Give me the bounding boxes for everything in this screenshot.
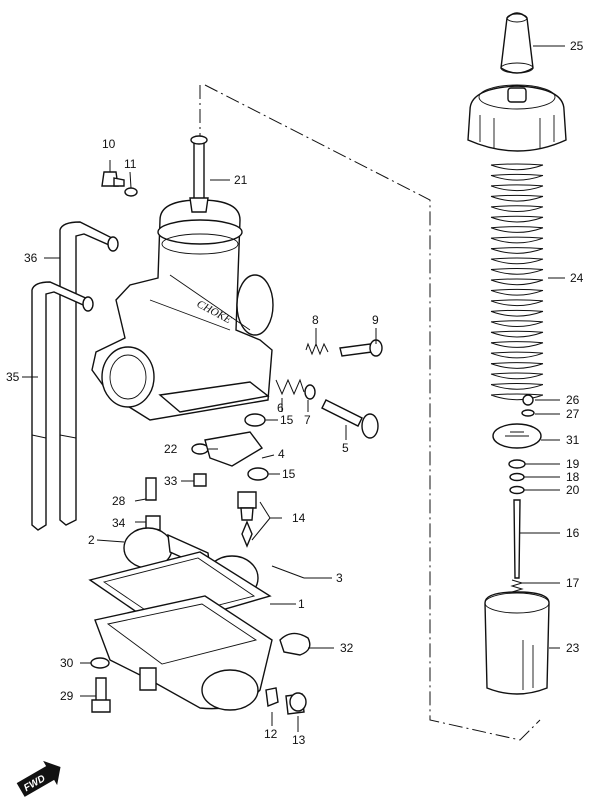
part-14-main-jet-assembly xyxy=(237,491,257,548)
callout-12: 12 xyxy=(264,727,278,741)
part-24-spring xyxy=(490,163,544,401)
callout-18: 18 xyxy=(566,470,580,484)
part-4-plate xyxy=(204,431,264,467)
part-32-clip xyxy=(279,632,311,656)
callout-28: 28 xyxy=(112,494,126,508)
callout-21: 21 xyxy=(234,173,248,187)
callout-20: 20 xyxy=(566,483,580,497)
part-26-screw xyxy=(522,394,534,406)
float-bowl xyxy=(94,595,273,711)
callout-26: 26 xyxy=(566,393,580,407)
callout-34: 34 xyxy=(112,516,126,530)
part-31-plate xyxy=(492,423,542,449)
callout-25: 25 xyxy=(570,39,584,53)
leader-lines xyxy=(22,45,565,732)
part-top-cap xyxy=(467,84,567,152)
callout-33: 33 xyxy=(164,474,178,488)
part-16-jet-needle xyxy=(513,499,521,579)
part-11-washer xyxy=(124,187,138,197)
callout-15-upper: 15 xyxy=(280,413,294,427)
part-8-spring xyxy=(305,342,329,356)
callout-22: 22 xyxy=(164,442,178,456)
carburetor-body xyxy=(91,199,274,421)
callout-10: 10 xyxy=(102,137,116,151)
callout-27: 27 xyxy=(566,407,580,421)
part-10-screw xyxy=(101,171,125,187)
callout-5: 5 xyxy=(342,441,349,455)
callout-30: 30 xyxy=(60,656,74,670)
callout-6: 6 xyxy=(277,401,284,415)
part-28-needle-valve xyxy=(145,477,157,501)
part-9-idle-screw xyxy=(339,339,383,357)
callout-9: 9 xyxy=(372,313,379,327)
callout-1: 1 xyxy=(298,597,305,611)
part-22-washer xyxy=(191,443,209,455)
forward-direction-badge: FWD xyxy=(16,760,61,797)
part-19-clip xyxy=(508,459,526,469)
callout-36: 36 xyxy=(24,251,38,265)
callout-13: 13 xyxy=(292,733,306,747)
callout-11: 11 xyxy=(124,157,137,171)
part-30-washer xyxy=(90,657,110,669)
part-21-cable-adjuster xyxy=(189,135,209,213)
part-18-washer xyxy=(509,472,525,482)
part-3-float-pin xyxy=(271,565,305,579)
part-12-washer xyxy=(265,687,279,707)
part-29-screw xyxy=(91,677,111,713)
part-13-drain-screw xyxy=(285,692,307,715)
part-15-gasket-lower xyxy=(247,467,269,481)
callout-8: 8 xyxy=(312,313,319,327)
callout-15-lower: 15 xyxy=(282,467,296,481)
callout-4: 4 xyxy=(278,447,285,461)
callout-29: 29 xyxy=(60,689,74,703)
part-23-throttle-slide xyxy=(484,591,550,695)
callout-2: 2 xyxy=(88,533,95,547)
callout-numbers: 25 24 26 27 31 19 18 20 16 17 23 10 11 2… xyxy=(6,39,584,747)
part-25-rubber-cap xyxy=(500,12,534,74)
callout-19: 19 xyxy=(566,457,580,471)
callout-32: 32 xyxy=(340,641,354,655)
callout-31: 31 xyxy=(566,433,580,447)
part-5-pilot-air-screw xyxy=(321,399,379,439)
callout-23: 23 xyxy=(566,641,580,655)
part-20-washer xyxy=(509,485,525,495)
part-7-o-ring xyxy=(304,384,316,400)
callout-14: 14 xyxy=(292,511,306,525)
callout-35: 35 xyxy=(6,370,20,384)
callout-24: 24 xyxy=(570,271,584,285)
part-27-washer xyxy=(521,409,535,417)
callout-16: 16 xyxy=(566,526,580,540)
part-15-gasket-upper xyxy=(244,413,266,427)
part-6-spring xyxy=(275,378,305,396)
part-33-jet xyxy=(193,473,207,487)
part-35-overflow-tube xyxy=(31,281,94,531)
callout-7: 7 xyxy=(304,413,311,427)
callout-17: 17 xyxy=(566,576,580,590)
callout-3: 3 xyxy=(336,571,343,585)
